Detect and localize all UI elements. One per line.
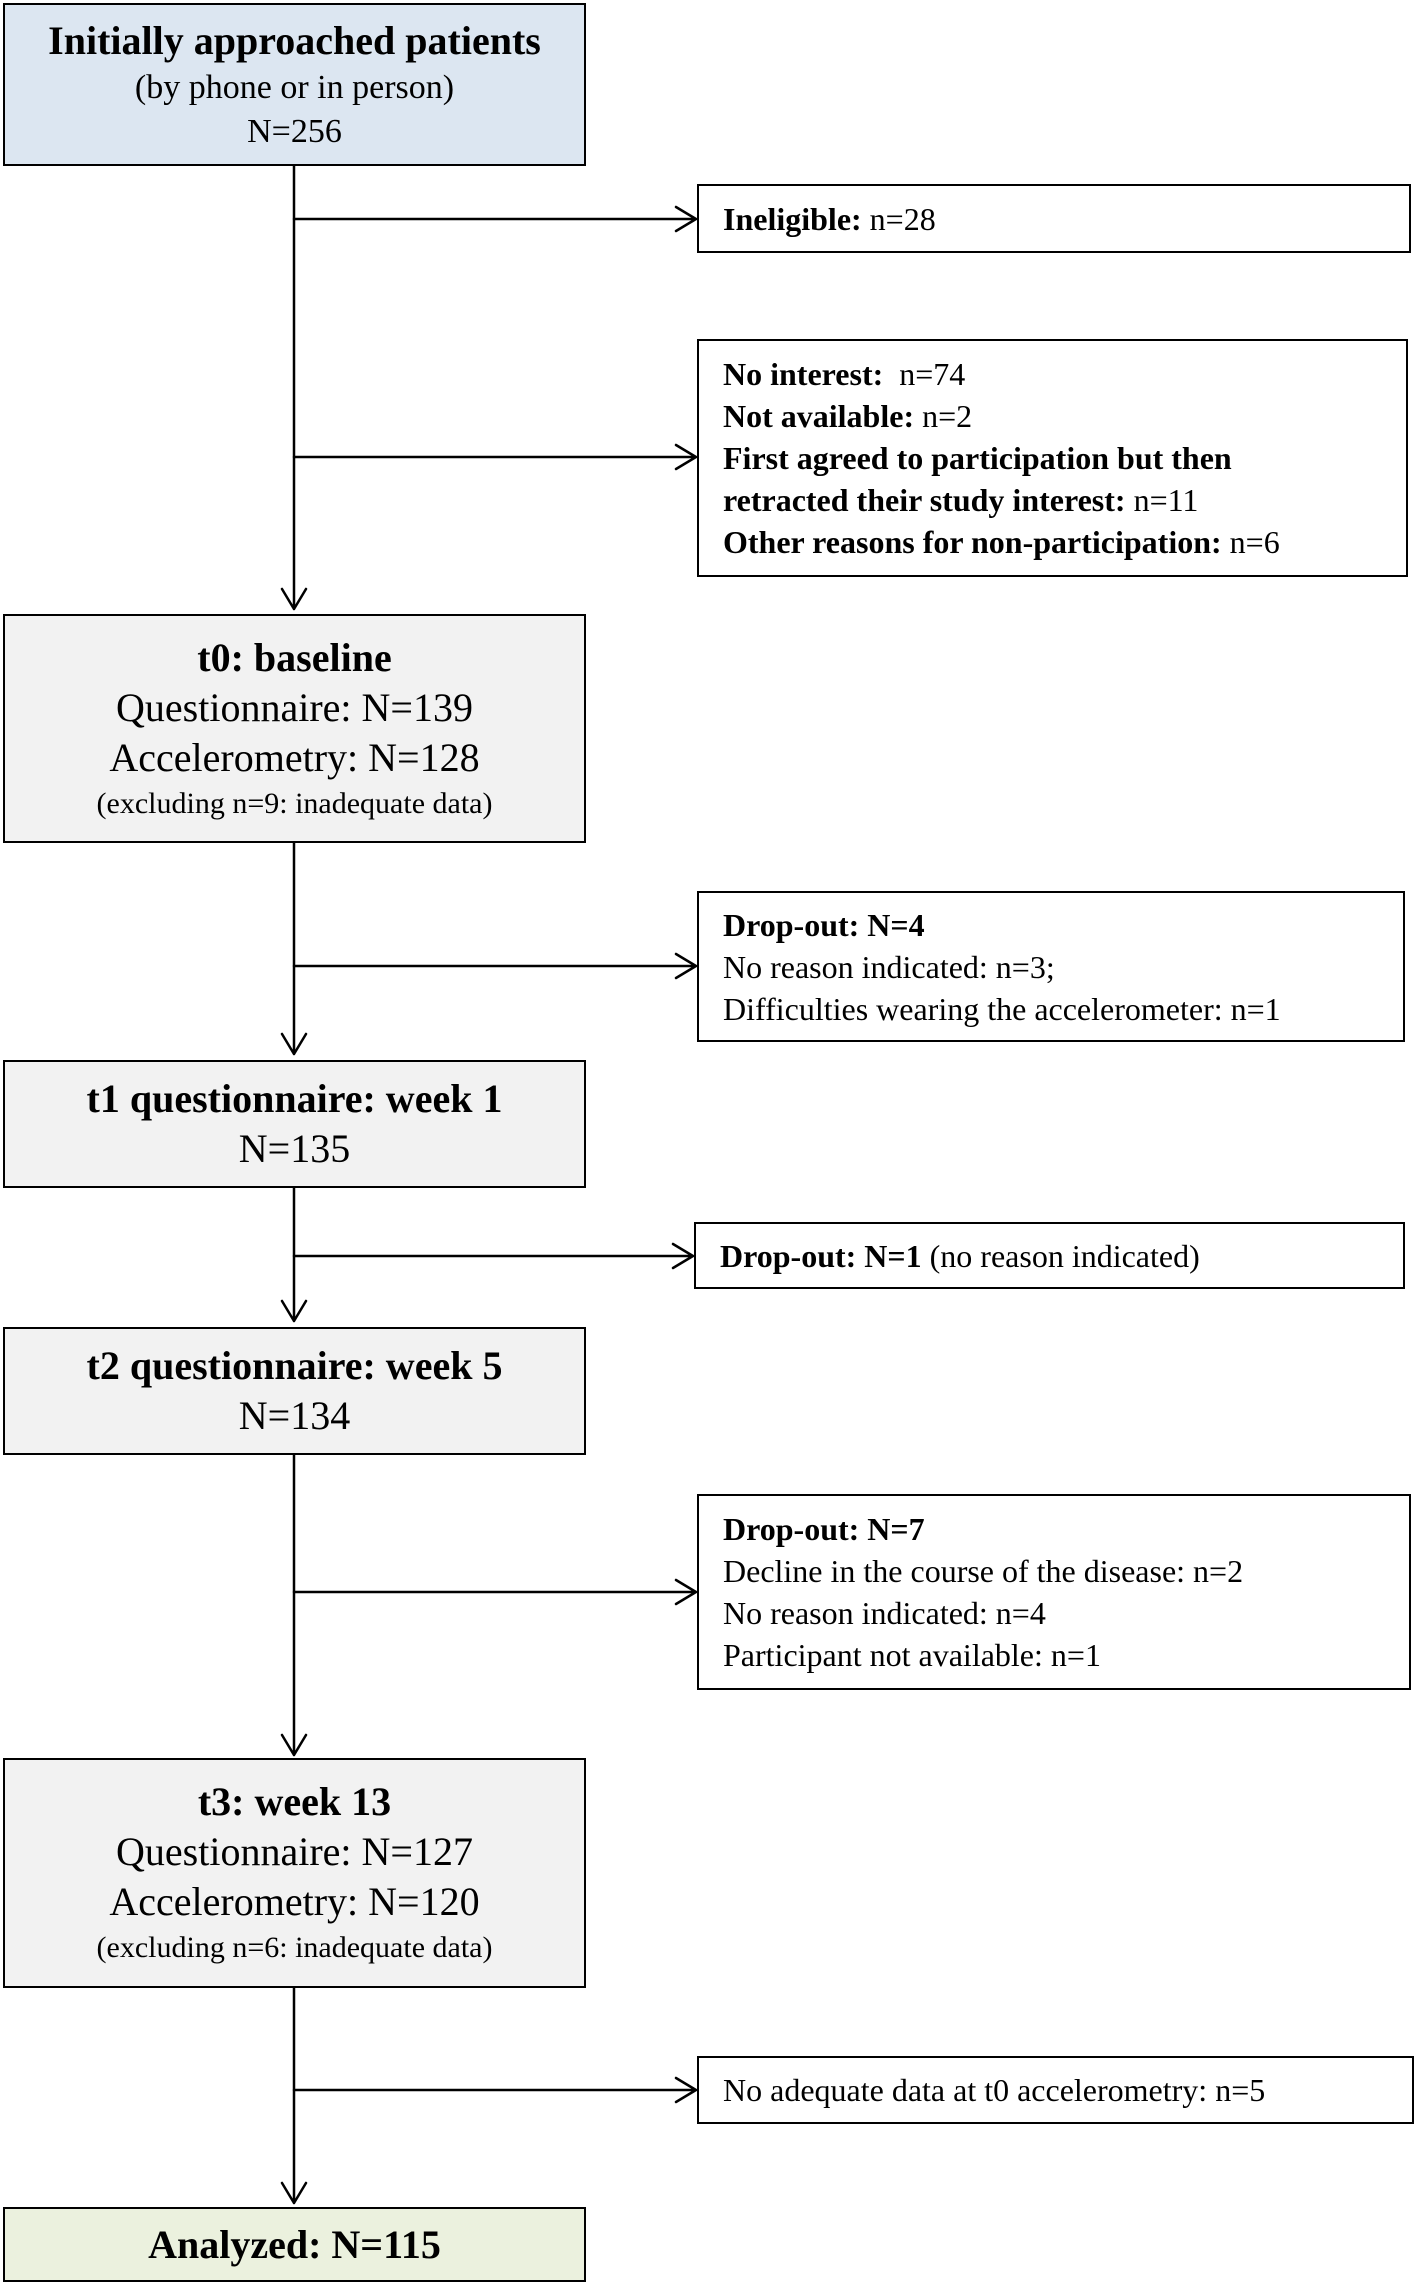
arrow-t2-to-t3 bbox=[280, 1453, 308, 1757]
ineligible-line: Ineligible: n=28 bbox=[723, 198, 1409, 240]
non-participation-line: retracted their study interest: n=11 bbox=[723, 479, 1406, 521]
branch-excluded-t0-accel bbox=[292, 2076, 698, 2104]
t0-questionnaire: Questionnaire: N=139 bbox=[116, 684, 473, 730]
non-participation-label: First agreed to participation but then bbox=[723, 440, 1232, 476]
t0-note: (excluding n=9: inadequate data) bbox=[96, 786, 493, 820]
branch-dropout-t0-t1 bbox=[292, 952, 698, 980]
dropout-t2-t3-reason: Decline in the course of the disease: n=… bbox=[723, 1553, 1244, 1589]
dropout-t0-t1-heading: Drop-out: N=4 bbox=[723, 906, 925, 943]
non-participation-line: Not available: n=2 bbox=[723, 395, 1406, 437]
dropout-t2-t3-reason: No reason indicated: n=4 bbox=[723, 1595, 1046, 1631]
t1-title: t1 questionnaire: week 1 bbox=[86, 1076, 503, 1121]
non-participation-line: First agreed to participation but then bbox=[723, 437, 1406, 479]
non-participation-line: No interest: n=74 bbox=[723, 353, 1406, 395]
arrow-t1-to-t2 bbox=[280, 1186, 308, 1323]
t3-accelerometry: Accelerometry: N=120 bbox=[109, 1879, 480, 1924]
dropout-t0-t1-reason: Difficulties wearing the accelerometer: … bbox=[723, 990, 1281, 1027]
excluded-t0-accel-text: No adequate data at t0 accelerometry: n=… bbox=[723, 2072, 1266, 2108]
non-participation-value: n=2 bbox=[914, 398, 973, 434]
non-participation-value: n=11 bbox=[1125, 482, 1199, 518]
t3-note: (excluding n=6: inadequate data) bbox=[96, 1931, 493, 1964]
enrolled-title: Initially approached patients bbox=[48, 17, 541, 63]
t2-count: N=134 bbox=[238, 1393, 351, 1438]
non-participation-value: n=74 bbox=[883, 356, 966, 392]
branch-dropout-t1-t2 bbox=[292, 1242, 695, 1270]
ineligible-box: Ineligible: n=28 bbox=[697, 184, 1411, 253]
t1-box: t1 questionnaire: week 1 N=135 bbox=[3, 1060, 586, 1188]
non-participation-label: Other reasons for non-participation: bbox=[723, 524, 1222, 560]
dropout-t1-t2-detail: (no reason indicated) bbox=[921, 1237, 1200, 1274]
dropout-t2-t3-reason: Participant not available: n=1 bbox=[723, 1637, 1101, 1673]
t2-box: t2 questionnaire: week 5 N=134 bbox=[3, 1327, 586, 1455]
arrow-t0-to-t1 bbox=[280, 841, 308, 1056]
dropout-t0-t1-reason: No reason indicated: n=3; bbox=[723, 948, 1055, 985]
t1-count: N=135 bbox=[238, 1126, 351, 1171]
non-participation-label: retracted their study interest: bbox=[723, 482, 1126, 518]
branch-non-participation bbox=[292, 443, 698, 471]
t0-box: t0: baseline Questionnaire: N=139 Accele… bbox=[3, 614, 586, 843]
non-participation-line: Other reasons for non-participation: n=6 bbox=[723, 521, 1406, 563]
dropout-t0-t1-box: Drop-out: N=4 No reason indicated: n=3; … bbox=[697, 891, 1405, 1042]
non-participation-box: No interest: n=74 Not available: n=2 Fir… bbox=[697, 339, 1408, 577]
non-participation-label: Not available: bbox=[723, 398, 915, 434]
analyzed-title: Analyzed: N=115 bbox=[148, 2221, 441, 2267]
t0-title: t0: baseline bbox=[197, 634, 392, 680]
t3-title: t3: week 13 bbox=[197, 1779, 392, 1824]
dropout-t1-t2-heading: Drop-out: N=1 bbox=[720, 1237, 922, 1274]
excluded-t0-accel-box: No adequate data at t0 accelerometry: n=… bbox=[697, 2056, 1414, 2124]
dropout-t1-t2-box: Drop-out: N=1 (no reason indicated) bbox=[694, 1222, 1405, 1289]
arrow-enrolled-to-t0 bbox=[280, 164, 308, 611]
t0-accelerometry: Accelerometry: N=128 bbox=[109, 734, 480, 780]
non-participation-label: No interest: bbox=[723, 356, 884, 392]
dropout-t2-t3-heading: Drop-out: N=7 bbox=[723, 1511, 925, 1547]
enrolled-subtitle: (by phone or in person) bbox=[134, 68, 455, 106]
t3-box: t3: week 13 Questionnaire: N=127 Acceler… bbox=[3, 1758, 586, 1988]
t3-questionnaire: Questionnaire: N=127 bbox=[116, 1829, 473, 1874]
ineligible-label: Ineligible: bbox=[723, 200, 862, 237]
enrolled-count: N=256 bbox=[247, 112, 342, 150]
t2-title: t2 questionnaire: week 5 bbox=[86, 1343, 503, 1388]
ineligible-value: n=28 bbox=[861, 200, 936, 237]
branch-ineligible bbox=[292, 205, 698, 233]
enrolled-box: Initially approached patients (by phone … bbox=[3, 3, 586, 166]
branch-dropout-t2-t3 bbox=[292, 1578, 698, 1606]
non-participation-value: n=6 bbox=[1221, 524, 1280, 560]
dropout-t2-t3-box: Drop-out: N=7 Decline in the course of t… bbox=[697, 1494, 1411, 1690]
dropout-t1-t2-line: Drop-out: N=1 (no reason indicated) bbox=[720, 1235, 1403, 1277]
arrow-t3-to-analyzed bbox=[280, 1986, 308, 2205]
analyzed-box: Analyzed: N=115 bbox=[3, 2207, 586, 2282]
